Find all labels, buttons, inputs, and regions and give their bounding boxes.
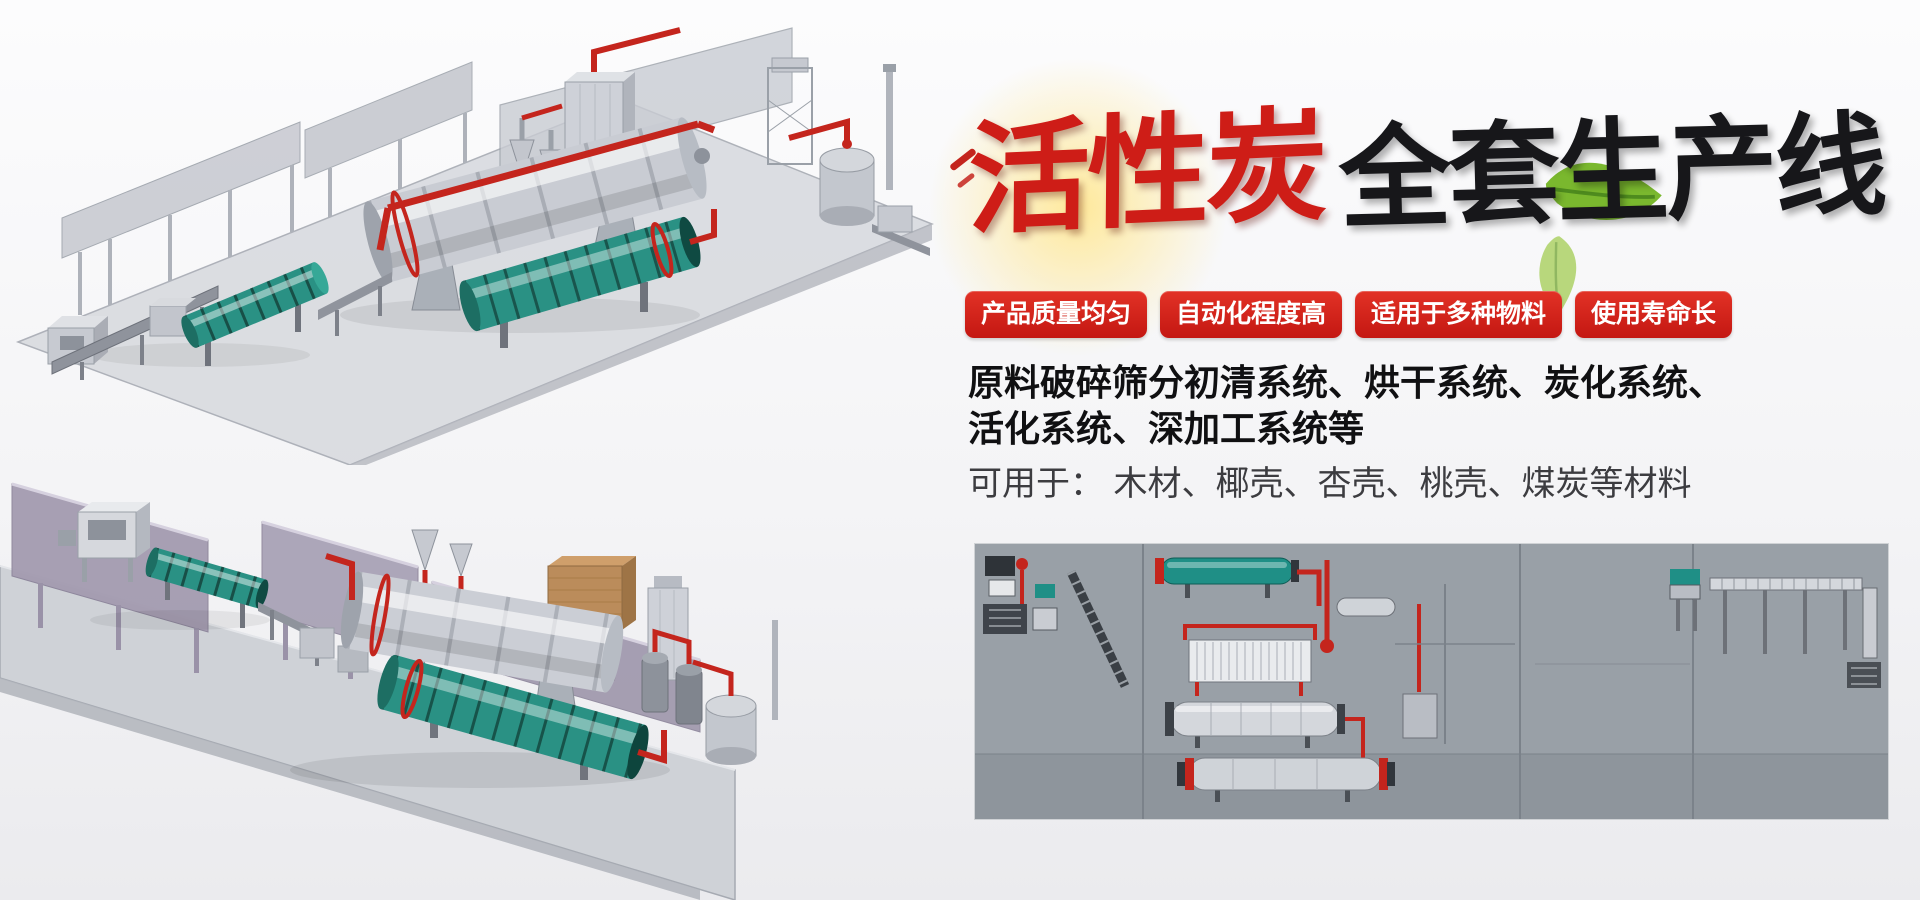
- feature-badge-quality: 产品质量均匀: [965, 291, 1148, 338]
- production-line-3d-render-top: [0, 10, 935, 465]
- chimney: [883, 64, 896, 190]
- title-black-text: 全套生产线: [1337, 102, 1886, 243]
- red-pipe: [1320, 560, 1396, 653]
- carbonization-drum-side: [1155, 557, 1322, 606]
- production-line-panorama: [974, 543, 1889, 820]
- feature-badge-automation: 自动化程度高: [1160, 291, 1343, 338]
- carbonization-drum: [459, 209, 717, 348]
- leaf-icon: [1545, 162, 1662, 220]
- activation-furnace-pots: [641, 628, 703, 725]
- inclined-conveyor: [1066, 570, 1130, 688]
- screening-drum: [145, 547, 269, 628]
- wall-seams: [975, 544, 1888, 819]
- chimney: [772, 620, 778, 720]
- shadow: [90, 343, 310, 367]
- transfer-conveyor: [258, 602, 369, 673]
- description-block: 原料破碎筛分初清系统、烘干系统、炭化系统、 活化系统、深加工系统等 可用于： 木…: [968, 360, 1724, 506]
- materials-description: 可用于： 木材、椰壳、杏壳、桃壳、煤炭等材料: [968, 465, 1692, 503]
- barrier-wall: [61, 121, 301, 315]
- packing-conveyor-line: [1669, 569, 1881, 688]
- panorama-floor: [975, 754, 1888, 819]
- rotary-dryer-drum: [363, 117, 710, 311]
- round-pot-furnace: [692, 659, 757, 765]
- screening-drum: [181, 262, 329, 366]
- feed-hopper: [58, 502, 150, 582]
- red-pipe: [376, 120, 716, 251]
- shadow: [90, 610, 270, 630]
- feature-badge-materials: 适用于多种物料: [1355, 291, 1563, 338]
- transfer-conveyor: [318, 272, 392, 336]
- title-red-text: 活性炭: [967, 97, 1326, 249]
- mid-equipment: [1395, 584, 1515, 744]
- barrier-wall: [304, 61, 473, 217]
- rotary-drum-side: [1165, 701, 1365, 759]
- heat-exchanger: [1183, 624, 1317, 696]
- activation-furnace-pot: [788, 118, 875, 226]
- main-title: 活性炭全套生产线: [918, 57, 1898, 357]
- carbonization-drum: [377, 654, 667, 780]
- systems-description-line2: 活化系统、深加工系统等: [968, 408, 1365, 449]
- feature-badge-lifespan: 使用寿命长: [1575, 291, 1733, 338]
- feature-badges: 产品质量均匀 自动化程度高 适用于多种物料 使用寿命长: [965, 291, 1733, 338]
- rotary-drum-side: [1177, 757, 1395, 802]
- control-station: [983, 556, 1058, 634]
- production-line-3d-render-bottom: [0, 470, 905, 900]
- discharge-conveyor: [872, 205, 930, 256]
- systems-description-line1: 原料破碎筛分初清系统、烘干系统、炭化系统、: [968, 362, 1725, 403]
- steel-frame-tower: [767, 57, 813, 165]
